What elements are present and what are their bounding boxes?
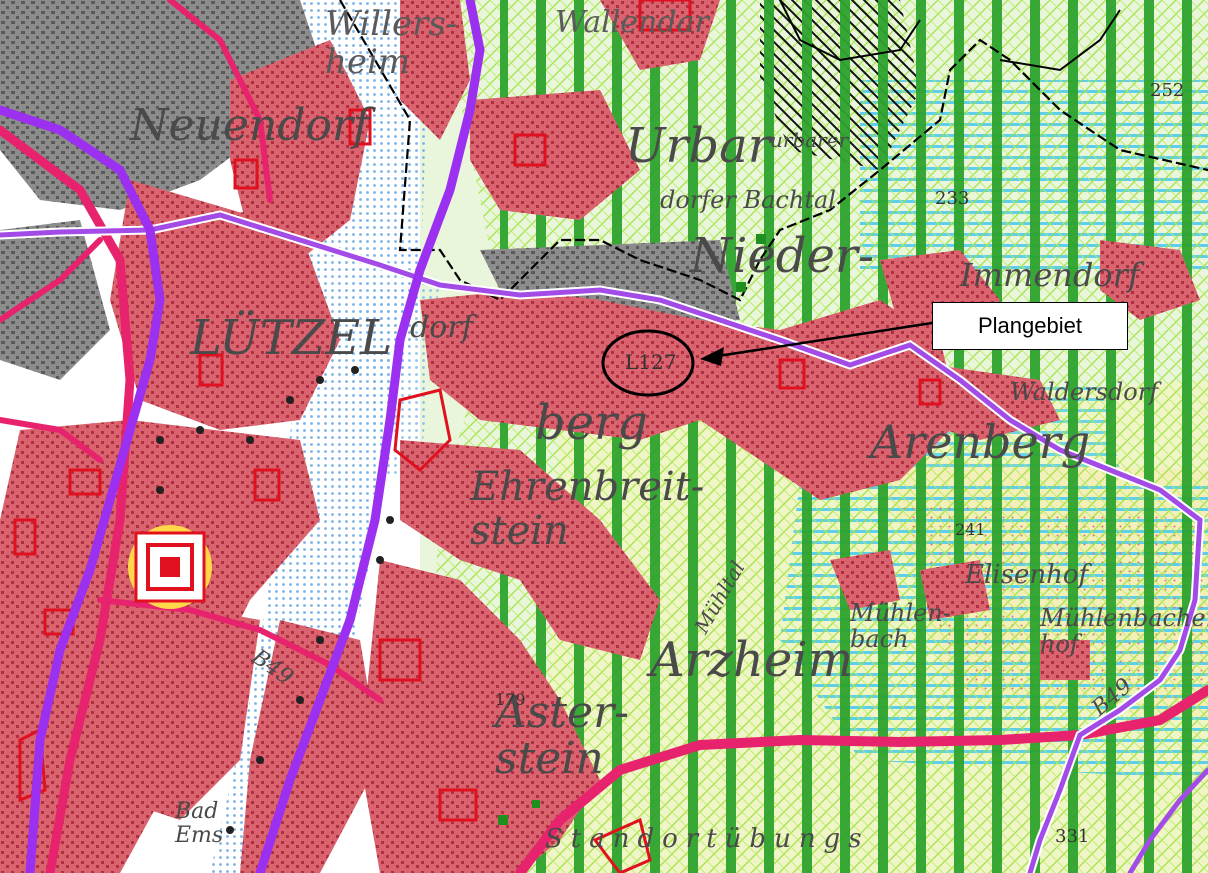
district-boundary-rhine [255,0,485,873]
plangebiet-marker [601,321,933,397]
poi-dots [156,366,394,834]
road-b49 [515,685,1208,873]
boundary-line-north [339,0,1208,302]
arrow-head [700,347,724,366]
settlement-asterstein [360,560,600,873]
green-markers [498,234,766,825]
settlement-arenberg [420,290,960,500]
oberzentrum-symbol [128,525,212,609]
settlement-ehrenbreitstein [400,440,660,660]
industrial-area-nw [0,0,320,210]
district-boundary [0,212,1203,873]
plan-outlines [13,0,942,873]
river-floodplain [210,0,430,873]
plangebiet-callout: Plangebiet [932,302,1128,350]
plangebiet-circle [601,329,695,397]
callout-arrow [704,321,933,360]
callout-label: Plangebiet [978,313,1082,338]
district-boundary-west [0,105,165,873]
